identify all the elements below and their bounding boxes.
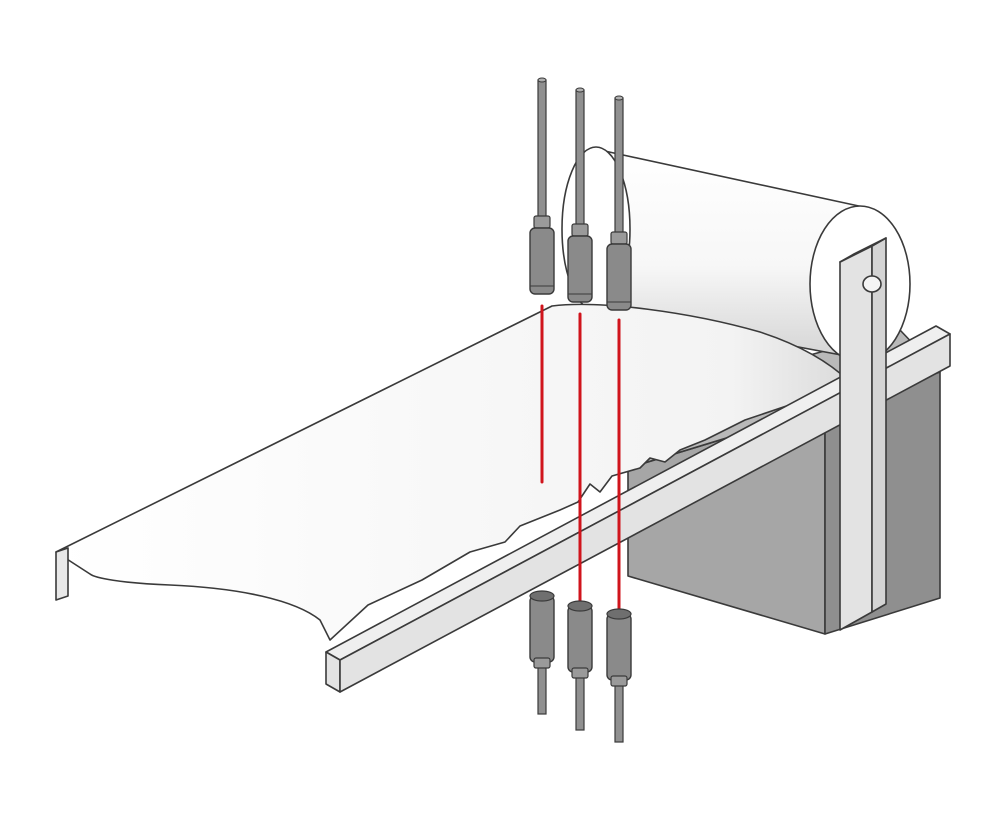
web-left-edge (55, 547, 69, 601)
post-top (839, 237, 887, 263)
rail-side-face (339, 333, 951, 693)
receiver-cable (575, 675, 585, 731)
post-side (871, 237, 887, 613)
emitter-cable-end (537, 77, 547, 83)
emitter-body (567, 235, 593, 303)
receiver-body (567, 605, 593, 673)
laser-beam-icon (540, 304, 621, 616)
emitter-collar (571, 223, 589, 237)
post-bolt (862, 275, 882, 293)
receiver-collar (571, 667, 589, 679)
receiver-cable (537, 665, 547, 715)
web-sheet (55, 303, 853, 641)
emitter-sensor-3 (606, 95, 632, 311)
emitter-collar (533, 215, 551, 229)
guide-rail (325, 325, 951, 693)
receiver-sensor-3 (606, 608, 632, 743)
receiver-collar (610, 675, 628, 687)
emitter-cable (614, 97, 624, 239)
emitter-body (529, 227, 555, 295)
emitter-body (606, 243, 632, 311)
emitter-cable-end (614, 95, 624, 101)
fiber-optic-emitter-icon (529, 77, 632, 311)
web-material-icon (55, 303, 853, 641)
receiver-body (606, 613, 632, 681)
emitter-cable (537, 79, 547, 223)
machine-frame-icon (839, 237, 887, 631)
rail-front-face (325, 651, 341, 693)
fiber-optic-receiver-icon (529, 590, 632, 743)
receiver-lens (606, 608, 632, 620)
receiver-collar (533, 657, 551, 669)
receiver-lens (567, 600, 593, 612)
receiver-sensor-2 (567, 600, 593, 731)
receiver-sensor-1 (529, 590, 555, 715)
emitter-sensor-1 (529, 77, 555, 295)
emitter-cable (575, 89, 585, 231)
emitter-cable-end (575, 87, 585, 93)
emitter-collar (610, 231, 628, 245)
post-front (839, 245, 873, 631)
receiver-body (529, 595, 555, 663)
receiver-cable (614, 683, 624, 743)
emitter-sensor-2 (567, 87, 593, 303)
receiver-lens (529, 590, 555, 602)
